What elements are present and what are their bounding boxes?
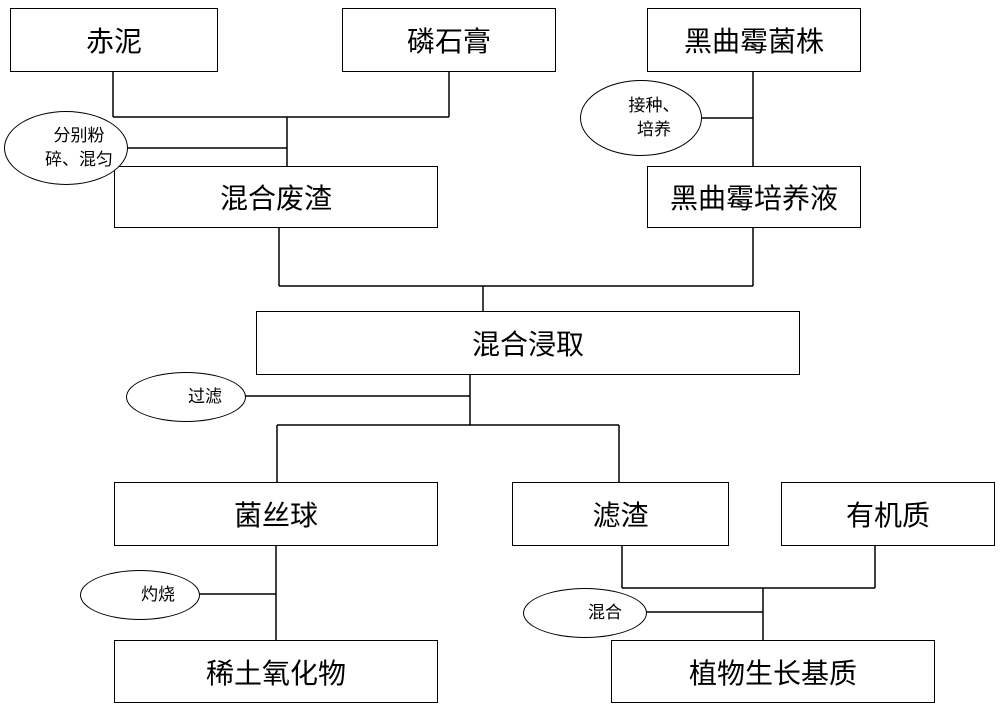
node-filter-residue: 滤渣 (512, 482, 729, 546)
node-organic-matter: 有机质 (781, 482, 995, 546)
node-aspergillus-culture: 黑曲霉培养液 (647, 166, 861, 228)
node-mixed-waste: 混合废渣 (114, 166, 438, 228)
node-plant-substrate: 植物生长基质 (611, 640, 935, 703)
node-phosphogypsum: 磷石膏 (342, 8, 556, 72)
annotation-inoculate: 接种、 培养 (580, 80, 702, 156)
node-red-mud: 赤泥 (10, 8, 218, 72)
node-aspergillus-strain: 黑曲霉菌株 (647, 8, 861, 72)
annotation-crush-mix-line2: 碎、混匀 (45, 150, 113, 170)
annotation-filter: 过滤 (126, 372, 246, 422)
annotation-inoculate-line2: 培养 (637, 120, 671, 140)
annotation-mix: 混合 (523, 588, 647, 638)
annotation-crush-mix-line1: 分别粉 (53, 126, 105, 146)
annotation-inoculate-line1: 接种、 (628, 96, 680, 116)
annotation-crush-mix: 分别粉 碎、混匀 (4, 111, 128, 185)
node-rare-earth-oxide: 稀土氧化物 (114, 640, 438, 703)
annotation-burn: 灼烧 (80, 570, 200, 620)
node-mixed-leaching: 混合浸取 (256, 311, 800, 375)
node-mycelium-pellets: 菌丝球 (114, 482, 438, 546)
